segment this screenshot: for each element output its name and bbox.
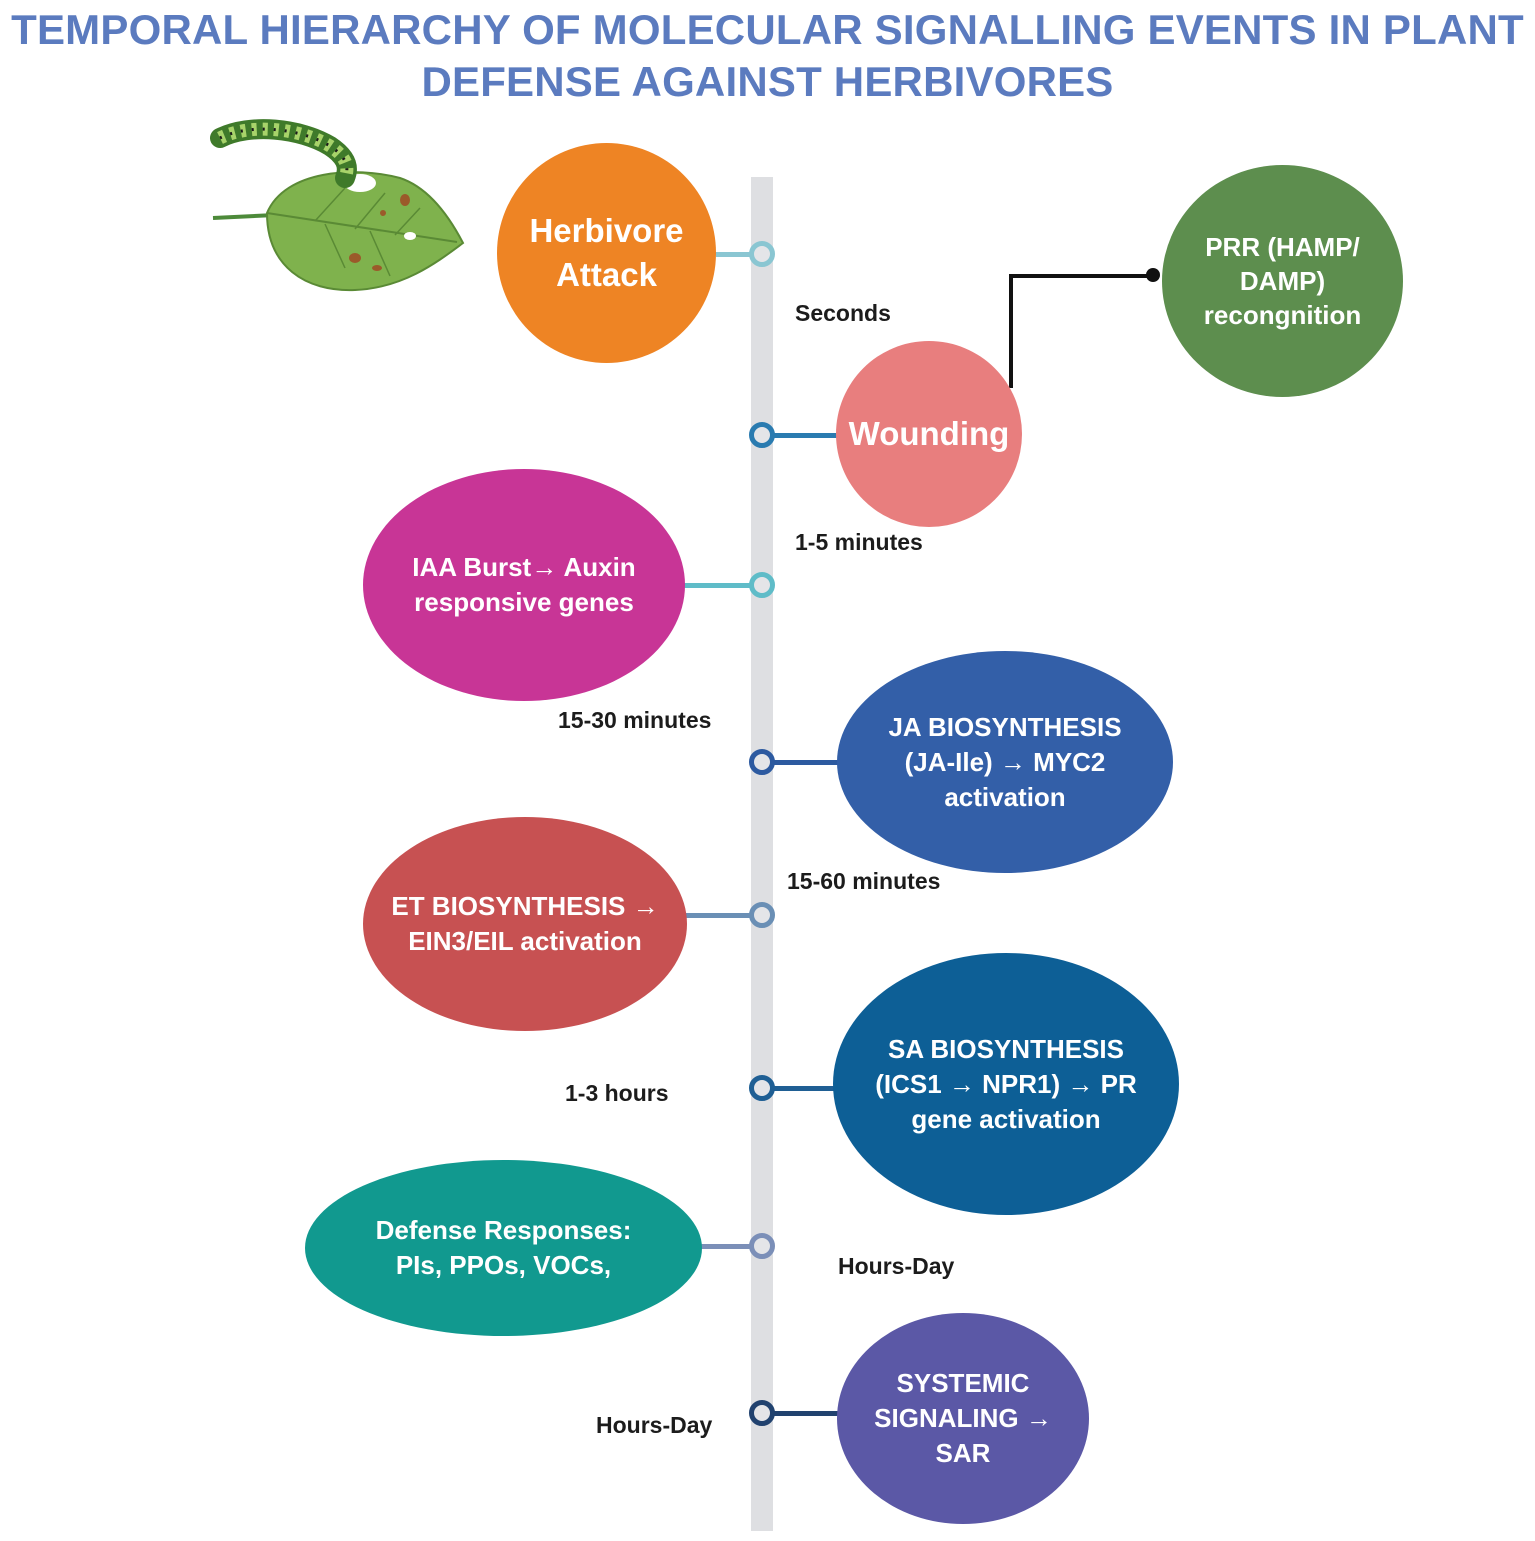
connector-herbivore-attack [716,252,763,257]
time-label-15-60-minutes: 15-60 minutes [787,868,941,894]
event-label: PRR (HAMP/ DAMP) recongnition [1203,232,1362,330]
time-label-hours-day: Hours-Day [838,1253,955,1279]
elbow-connector-endpoint [1146,268,1160,282]
event-systemic-signaling: SYSTEMIC SIGNALING → SAR [837,1313,1089,1524]
timeline-dot-et-biosynthesis [749,902,775,928]
timeline-dot-ja-biosynthesis [749,749,775,775]
title-line-1: TEMPORAL HIERARCHY OF MOLECULAR SIGNALLI… [11,6,1524,53]
timeline-dot-iaa-burst [749,572,775,598]
timeline-dot-defense-responses [749,1233,775,1259]
time-label-hours-day: Hours-Day [596,1412,713,1438]
event-sa-biosynthesis: SA BIOSYNTHESIS (ICS1 → NPR1) → PR gene … [833,953,1179,1215]
event-label: SYSTEMIC SIGNALING → SAR [874,1368,1052,1468]
connector-systemic-signaling [763,1411,838,1416]
event-herbivore-attack: Herbivore Attack [497,143,716,363]
timeline-dot-wounding [749,422,775,448]
event-iaa-burst: IAA Burst→ Auxin responsive genes [363,469,685,701]
time-label-seconds: Seconds [795,300,891,326]
timeline-dot-herbivore-attack [749,241,775,267]
event-label: Herbivore Attack [529,212,684,293]
connector-defense-responses [698,1244,763,1249]
event-label: Defense Responses: PIs, PPOs, VOCs, [375,1215,632,1280]
event-label: JA BIOSYNTHESIS (JA-Ile) → MYC2 activati… [888,711,1122,812]
connector-iaa-burst [684,583,763,588]
event-et-biosynthesis: ET BIOSYNTHESIS → EIN3/EIL activation [363,817,687,1031]
connector-ja-biosynthesis [763,760,840,765]
time-label-1-5-minutes: 1-5 minutes [795,529,923,555]
event-defense-responses: Defense Responses: PIs, PPOs, VOCs, [305,1160,702,1336]
timeline-axis [751,177,773,1531]
caterpillar-on-leaf-icon [210,119,465,292]
elbow-connector-horizontal [1009,274,1154,278]
timeline-dot-sa-biosynthesis [749,1075,775,1101]
event-label: IAA Burst→ Auxin responsive genes [412,552,636,617]
event-wounding: Wounding [836,341,1022,527]
event-label: ET BIOSYNTHESIS → EIN3/EIL activation [391,891,659,956]
connector-et-biosynthesis [686,913,763,918]
connector-sa-biosynthesis [763,1086,835,1091]
event-label: SA BIOSYNTHESIS (ICS1 → NPR1) → PR gene … [875,1033,1137,1134]
timeline-dot-systemic-signaling [749,1400,775,1426]
connector-wounding [763,433,839,438]
elbow-connector-vertical [1009,274,1013,388]
diagram-title: TEMPORAL HIERARCHY OF MOLECULAR SIGNALLI… [0,4,1535,108]
title-line-2: DEFENSE AGAINST HERBIVORES [421,58,1114,105]
event-prr-recognition: PRR (HAMP/ DAMP) recongnition [1162,165,1403,397]
event-label: Wounding [848,415,1010,452]
time-label-15-30-minutes: 15-30 minutes [558,707,712,733]
event-ja-biosynthesis: JA BIOSYNTHESIS (JA-Ile) → MYC2 activati… [837,651,1173,873]
time-label-1-3-hours: 1-3 hours [565,1080,669,1106]
